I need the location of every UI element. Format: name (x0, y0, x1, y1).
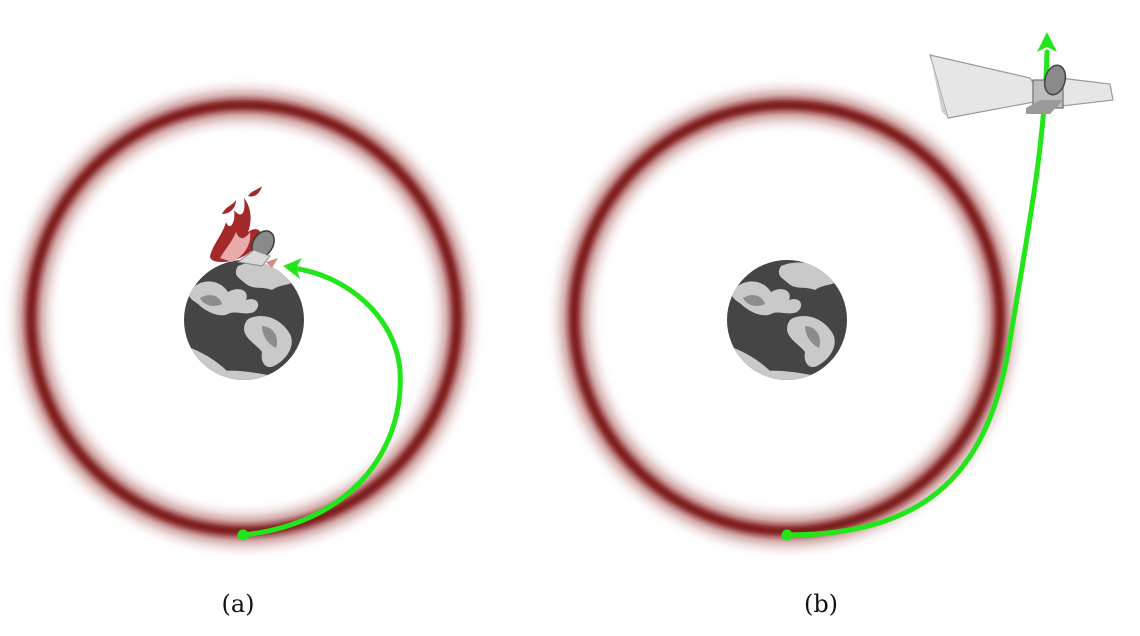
burning-satellite-icon (210, 186, 278, 268)
earth-icon (727, 260, 847, 380)
panel-a (18, 92, 470, 544)
panel-a-caption: (a) (221, 590, 255, 618)
satellite-dish (1043, 64, 1067, 96)
trajectory-a (237, 258, 403, 541)
trajectory-arrowhead (283, 258, 302, 279)
panel-b-caption: (b) (803, 590, 839, 618)
trajectory-b (781, 32, 1057, 541)
trajectory-start-point (237, 529, 249, 541)
satellite-icon (929, 54, 1114, 119)
solar-panel-right (1059, 77, 1114, 107)
earth-icon (184, 260, 304, 380)
trajectory-arrowhead (1037, 32, 1057, 52)
panel-b (561, 32, 1114, 544)
trajectory-start-point (781, 529, 793, 541)
